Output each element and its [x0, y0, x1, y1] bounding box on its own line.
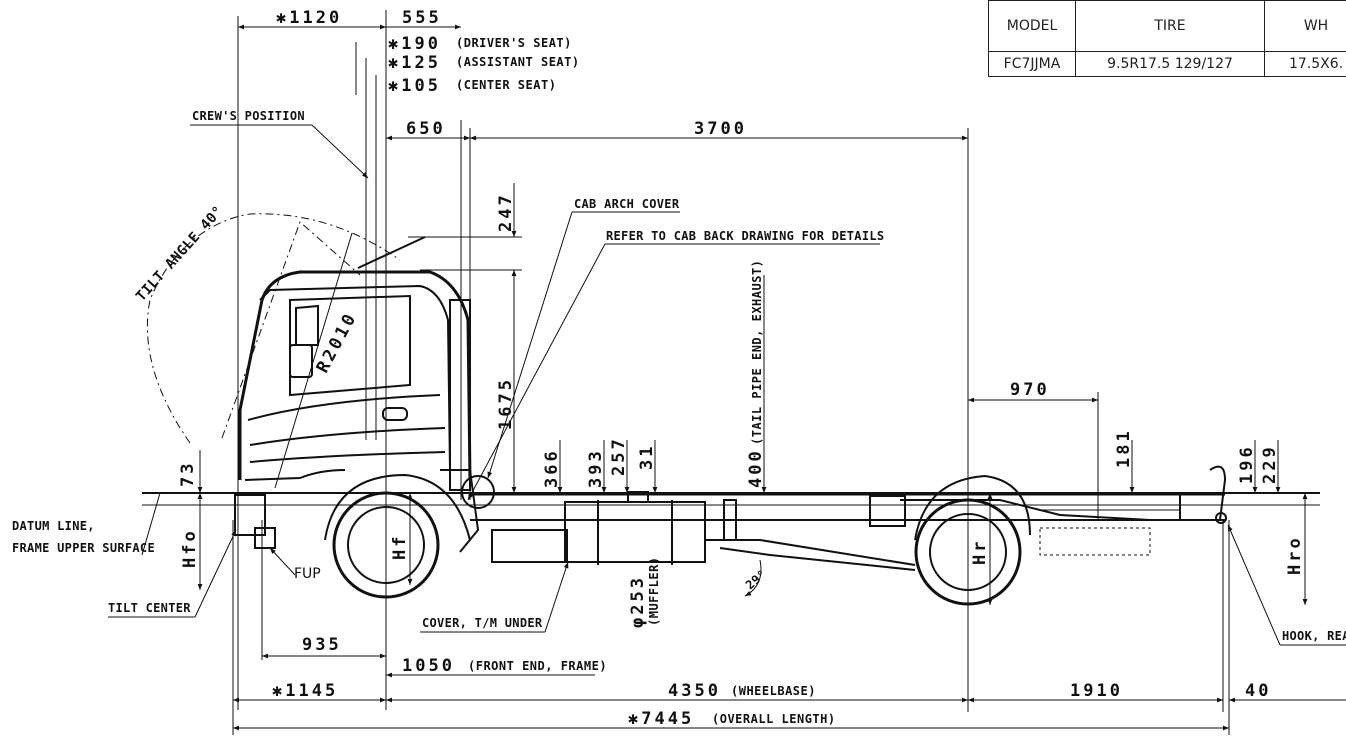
- note-drivers-seat: (DRIVER'S SEAT): [456, 36, 572, 50]
- note-overall-length: (OVERALL LENGTH): [712, 712, 836, 726]
- note-wheelbase: (WHEELBASE): [731, 684, 816, 698]
- spec-cell-model: FC7JJMA: [988, 51, 1076, 77]
- dim-3700: 3700: [694, 119, 747, 139]
- note-muffler: (MUFFLER): [647, 556, 661, 626]
- dim-73: 73: [178, 461, 198, 487]
- spec-table: MODEL TIRE WH FC7JJMA 9.5R17.5 129/127 1…: [988, 0, 1346, 77]
- dim-400: 400: [746, 448, 766, 488]
- spec-header-model: MODEL: [988, 0, 1076, 52]
- label-hro: Hro: [1285, 535, 1305, 575]
- dim-4350: 4350: [668, 681, 721, 701]
- label-cab-arch-cover: CAB ARCH COVER: [574, 197, 680, 211]
- label-hfo: Hfo: [180, 528, 200, 568]
- dim-r2010: R2010: [313, 309, 362, 377]
- dimension-lines: [197, 24, 1346, 731]
- dim-40: 40: [1245, 681, 1271, 701]
- note-center-seat: (CENTER SEAT): [456, 78, 556, 92]
- dim-1120: ✱1120: [276, 8, 342, 28]
- label-tilt-center: TILT CENTER: [108, 601, 191, 615]
- label-cab-back: REFER TO CAB BACK DRAWING FOR DETAILS: [606, 229, 884, 243]
- spec-cell-tire: 9.5R17.5 129/127: [1075, 51, 1265, 77]
- dim-970: 970: [1010, 380, 1050, 400]
- note-tail-pipe: (TAIL PIPE END, EXHAUST): [750, 260, 764, 445]
- tilt-envelope: [146, 213, 401, 444]
- dim-angle-29: 29°: [743, 567, 769, 592]
- dim-229: 229: [1260, 444, 1280, 484]
- dim-253: φ253: [628, 575, 648, 628]
- frame: [470, 465, 1227, 571]
- dim-1050: 1050: [402, 656, 455, 676]
- tilt-angle-label: TILT ANGLE 40°: [133, 203, 227, 305]
- label-datum-line-1: DATUM LINE,: [12, 519, 95, 533]
- label-crew-position: CREW'S POSITION: [192, 109, 305, 123]
- dim-247: 247: [496, 192, 516, 232]
- dim-1675: 1675: [496, 377, 516, 430]
- dim-7445: ✱7445: [628, 709, 694, 729]
- dim-555: 555: [402, 8, 442, 28]
- cab: [234, 270, 495, 553]
- dim-190: ✱190: [388, 34, 441, 54]
- component-labels: CREW'S POSITION CAB ARCH COVER REFER TO …: [12, 109, 1346, 643]
- dim-650: 650: [406, 119, 446, 139]
- label-datum-line-2: FRAME UPPER SURFACE: [12, 541, 155, 555]
- dim-196: 196: [1237, 444, 1257, 484]
- spec-header-tire: TIRE: [1075, 0, 1265, 52]
- label-hf: Hf: [390, 534, 410, 560]
- dim-1910: 1910: [1070, 681, 1123, 701]
- dim-125: ✱125: [388, 53, 441, 73]
- extension-lines: [232, 10, 1230, 735]
- dim-366: 366: [542, 448, 562, 488]
- label-fup: FUP: [294, 566, 321, 582]
- note-front-end-frame: (FRONT END, FRAME): [468, 659, 607, 673]
- label-hook-rear: HOOK, REAR: [1282, 629, 1346, 643]
- dim-31: 31: [637, 444, 657, 470]
- label-cover-tm: COVER, T/M UNDER: [422, 616, 543, 630]
- rear-wheel: [914, 470, 1031, 612]
- note-assistant-seat: (ASSISTANT SEAT): [456, 55, 580, 69]
- dim-393: 393: [586, 448, 606, 488]
- leaders: [108, 124, 1346, 646]
- label-hr: Hr: [970, 539, 990, 565]
- front-wheel: [324, 470, 471, 600]
- dim-935: 935: [302, 635, 342, 655]
- dim-257: 257: [609, 436, 629, 476]
- spec-cell-wheel: 17.5X6.: [1264, 51, 1346, 77]
- dim-105: ✱105: [388, 76, 441, 96]
- dimension-texts: ✱1120 555 ✱190 (DRIVER'S SEAT) ✱125 (ASS…: [133, 8, 1280, 729]
- dim-1145: ✱1145: [272, 681, 338, 701]
- dim-181: 181: [1114, 428, 1134, 468]
